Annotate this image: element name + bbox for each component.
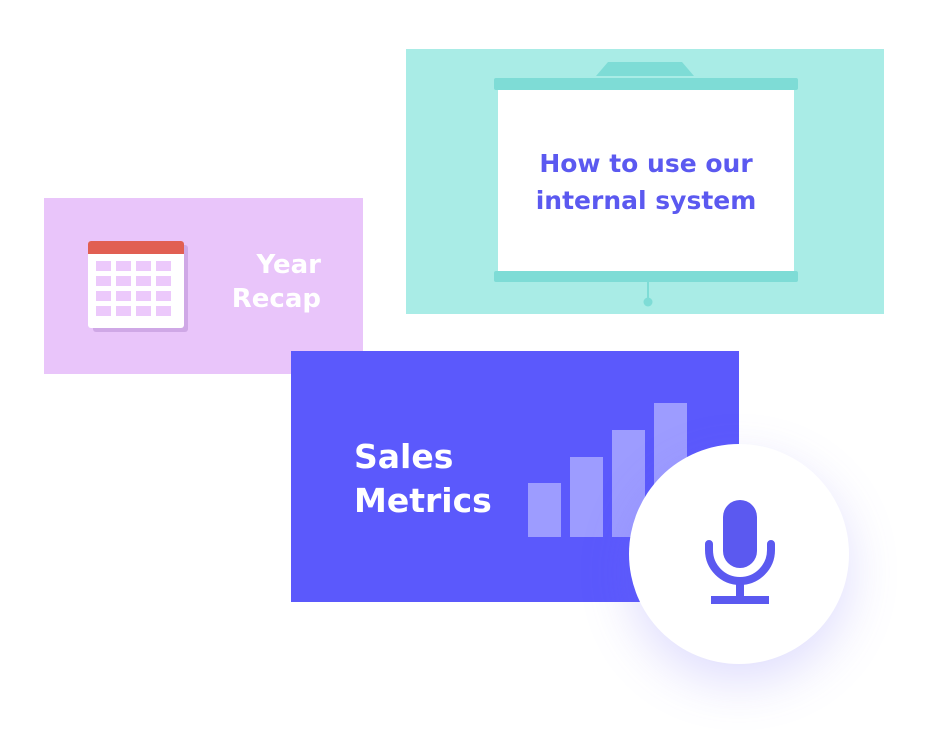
- projector-screen-icon: [494, 62, 798, 307]
- year-recap-title: Year Recap: [232, 248, 321, 316]
- microphone-icon: [705, 500, 775, 604]
- chart-bar: [528, 483, 561, 537]
- calendar-icon: [88, 241, 188, 332]
- sales-metrics-title: Sales Metrics: [354, 435, 492, 523]
- sales-metrics-title-line2: Metrics: [354, 481, 492, 520]
- presentation-card[interactable]: How to use our internal system: [406, 49, 884, 314]
- sales-metrics-title-line1: Sales: [354, 437, 454, 476]
- microphone-button[interactable]: [629, 444, 849, 664]
- presentation-title-line2: internal system: [535, 186, 757, 215]
- year-recap-title-line1: Year: [256, 250, 321, 280]
- presentation-title: How to use our internal system: [498, 145, 794, 219]
- year-recap-card[interactable]: Year Recap: [44, 198, 363, 374]
- presentation-title-line1: How to use our: [539, 149, 753, 178]
- chart-bar: [570, 457, 603, 537]
- year-recap-title-line2: Recap: [231, 284, 321, 314]
